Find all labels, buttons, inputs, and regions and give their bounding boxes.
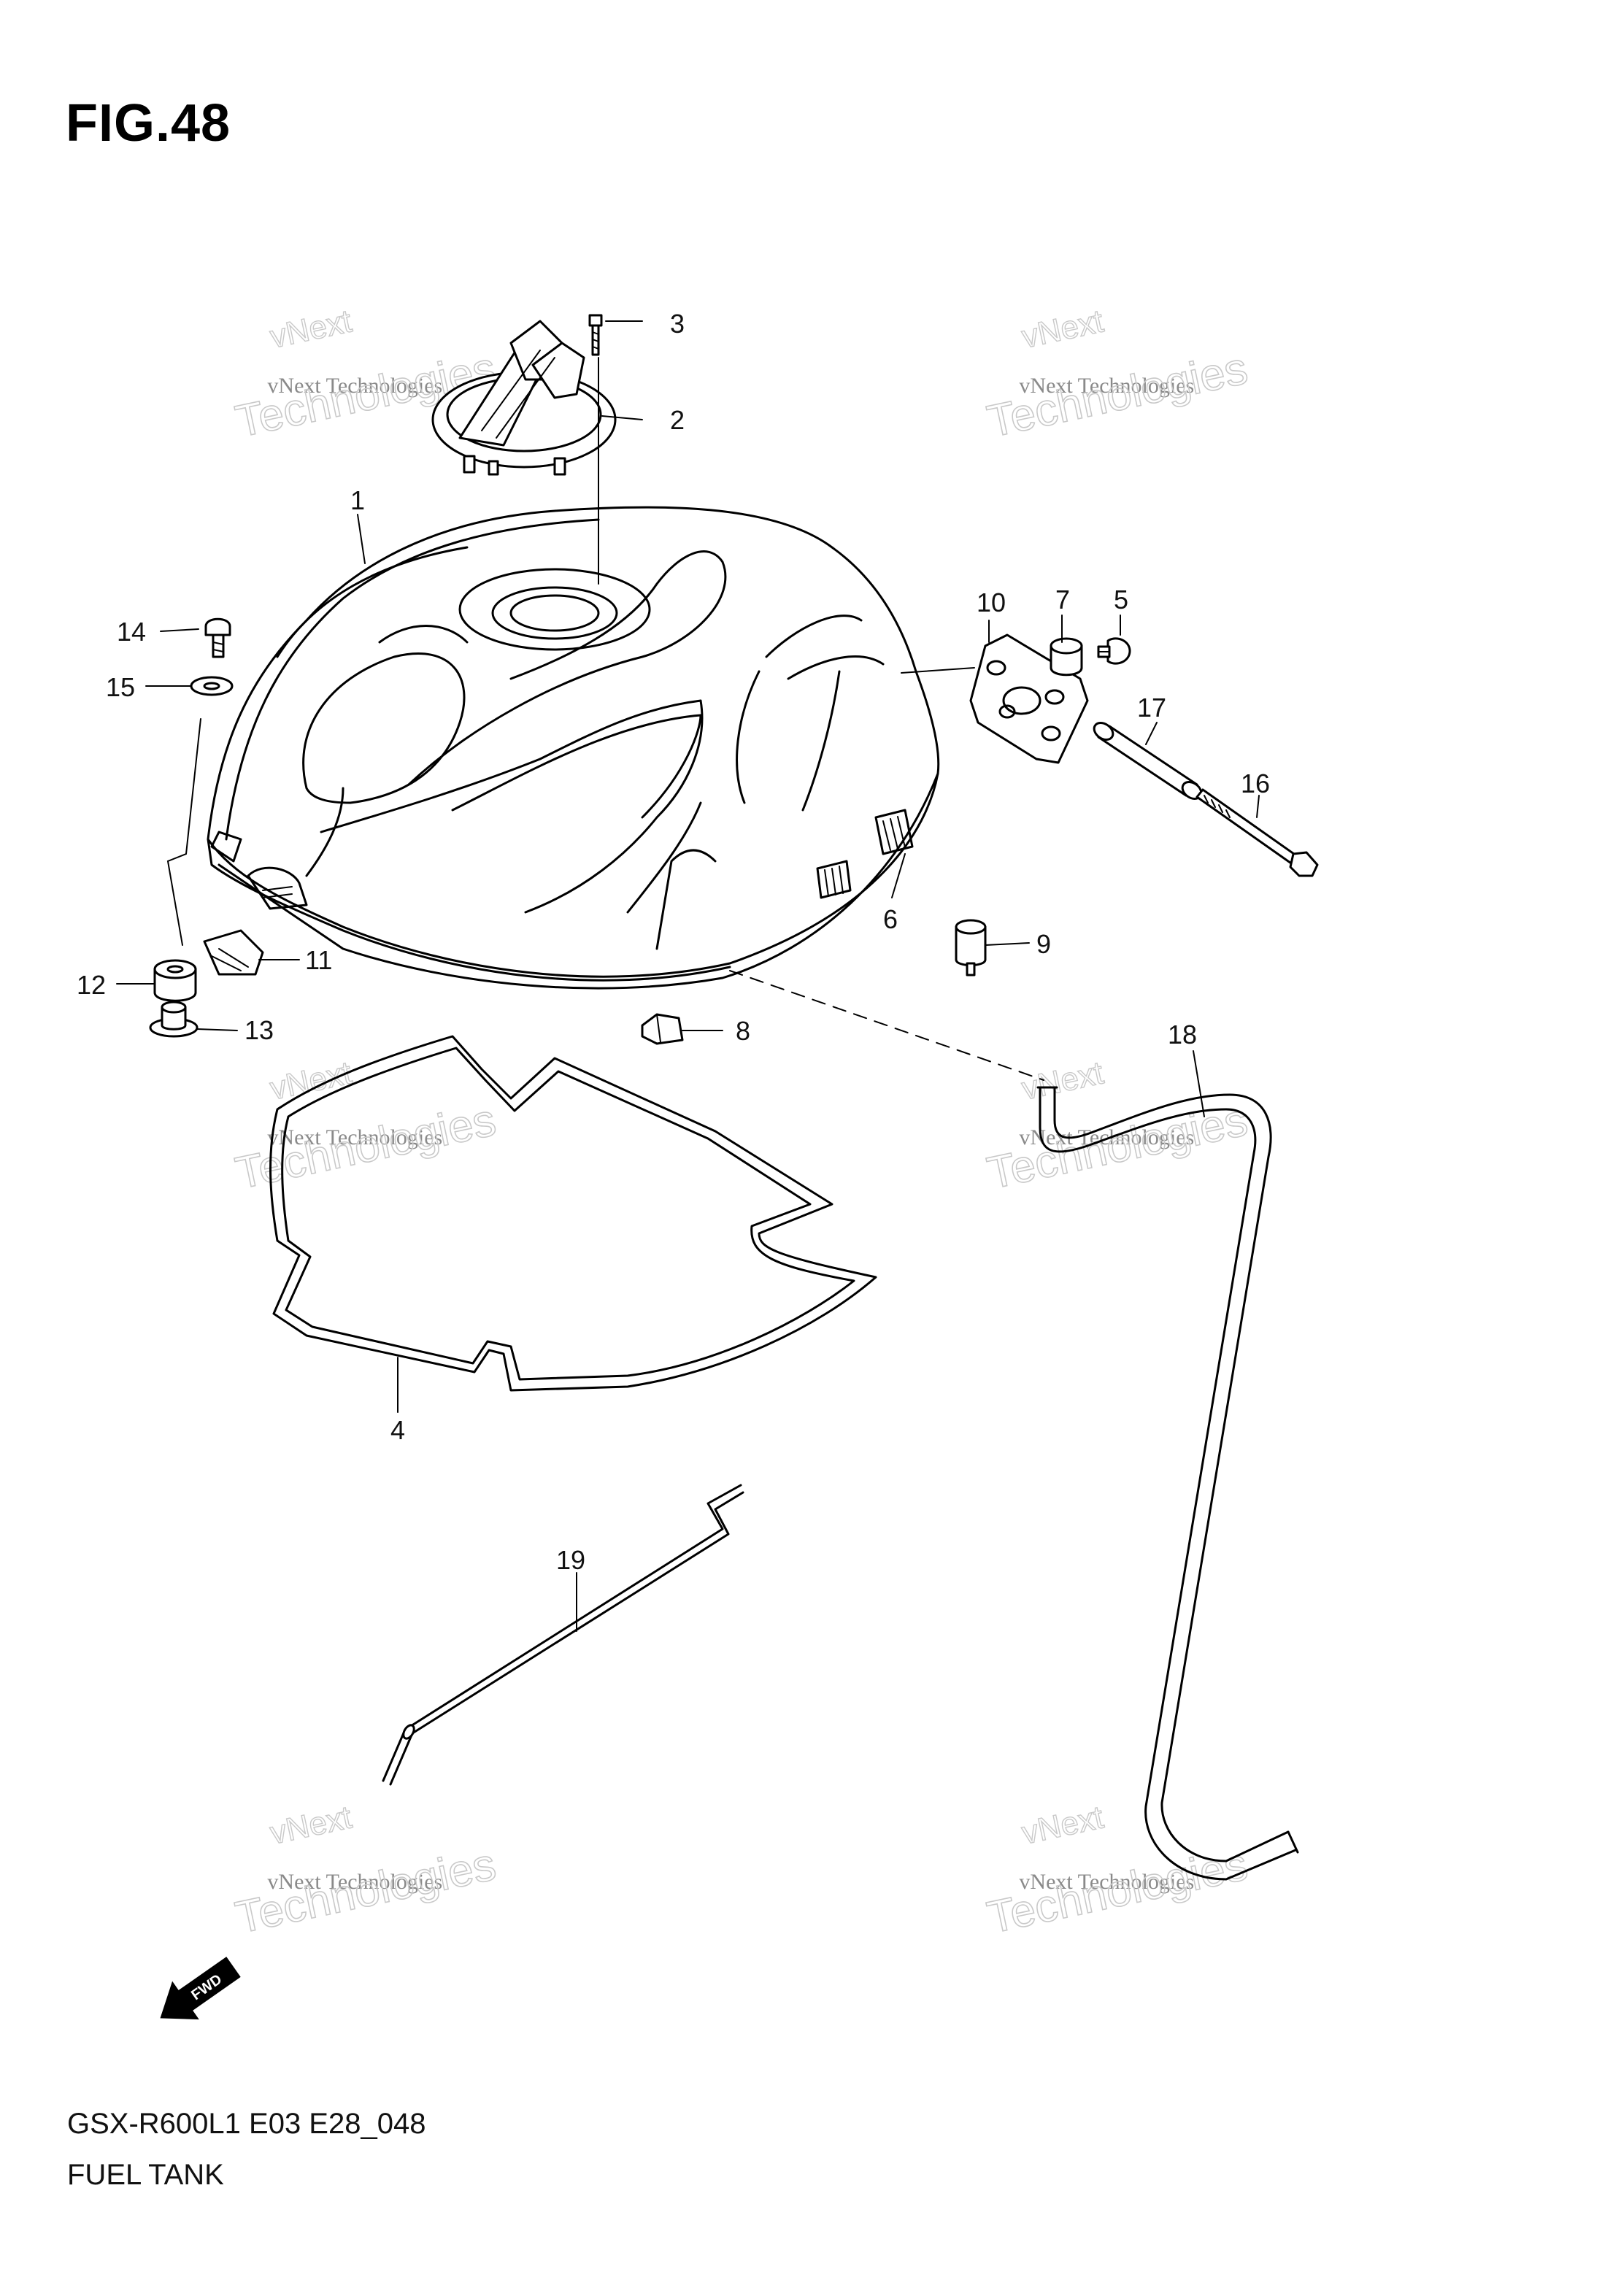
watermark-line1: vNext [267,1799,355,1851]
fwd-arrow: FWD [160,1957,241,2020]
callout-9: 9 [1036,929,1051,959]
damper-9 [955,919,987,976]
rubber-11 [203,929,264,976]
washer-15 [190,676,234,696]
callout-numbers: 1 2 3 4 5 6 7 8 9 10 11 12 13 14 15 16 1… [77,309,1270,1575]
watermark-line2: vNext Technologies [1019,1125,1194,1149]
bolt-14 [204,617,231,658]
callout-4: 4 [390,1415,405,1445]
section-name: FUEL TANK [67,2159,224,2191]
watermark-line2: vNext Technologies [267,374,442,398]
collar-13 [149,1001,199,1038]
callout-19: 19 [556,1545,585,1575]
callout-17: 17 [1137,693,1166,723]
tank-gasket [269,1035,877,1392]
callout-6: 6 [883,904,898,934]
watermark-line3: Technologies [983,343,1252,447]
cushion-12 [153,959,197,1002]
callout-3: 3 [670,309,685,339]
watermark-line2: vNext Technologies [267,1125,442,1149]
model-code: GSX-R600L1 E03 E28_048 [67,2108,426,2140]
callout-18: 18 [1168,1020,1197,1049]
watermark-mid-right: vNext vNext Technologies Technologies [982,1055,1252,1200]
callout-13: 13 [245,1015,274,1045]
sleeve-17 [1093,722,1203,800]
callout-16: 16 [1241,768,1270,798]
watermark-line2: vNext Technologies [1019,374,1194,398]
bolt-5 [1097,637,1131,665]
watermark-bottom-right: vNext vNext Technologies Technologies [982,1799,1252,1944]
callout-8: 8 [736,1016,750,1046]
callout-15: 15 [106,672,135,702]
watermark-line3: Technologies [231,1839,500,1943]
breather-hose-18 [1036,1086,1299,1881]
fuel-cap [431,320,617,476]
callout-5: 5 [1114,585,1128,615]
watermark-line1: vNext [1019,1055,1106,1106]
bolt-16 [1195,788,1319,877]
cushion-7 [1050,637,1083,677]
figure-title: FIG.48 [66,94,231,153]
watermark-line1: vNext [1019,303,1106,355]
callout-12: 12 [77,970,106,1000]
watermark-line1: vNext [267,1055,355,1106]
watermark-mid-left: vNext vNext Technologies Technologies [231,1055,501,1200]
watermark-line2: vNext Technologies [267,1870,442,1894]
callout-2: 2 [670,405,685,435]
leader-lines [116,320,1260,1632]
watermark-line3: Technologies [983,1839,1252,1943]
callout-7: 7 [1055,585,1070,615]
watermark-line2: vNext Technologies [1019,1870,1194,1894]
callout-1: 1 [350,485,365,515]
watermark-bottom-left: vNext vNext Technologies Technologies [231,1799,501,1944]
cap-screw [588,314,603,356]
fuel-tank [207,506,940,990]
watermark-line1: vNext [1019,1799,1106,1851]
watermark-line1: vNext [267,303,355,355]
callout-14: 14 [117,617,146,647]
callout-11: 11 [305,945,332,975]
watermark-top-right: vNext vNext Technologies Technologies [982,303,1252,448]
clip-8 [641,1013,684,1045]
rod-19 [382,1484,744,1786]
callout-10: 10 [977,588,1006,617]
